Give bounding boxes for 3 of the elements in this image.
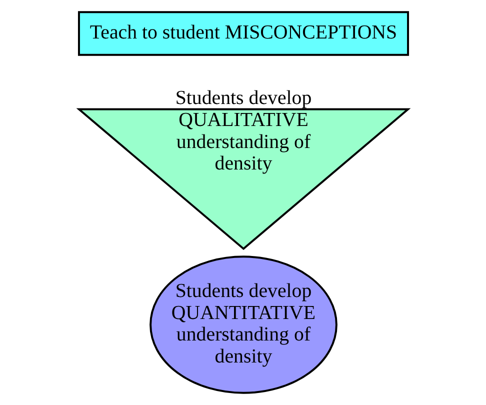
node-label: Students develop [174,87,312,110]
node-box: Teach to student MISCONCEPTIONS [77,11,409,56]
node-ellipse: Students develop QUANTITATIVE understanding of density [149,256,337,394]
